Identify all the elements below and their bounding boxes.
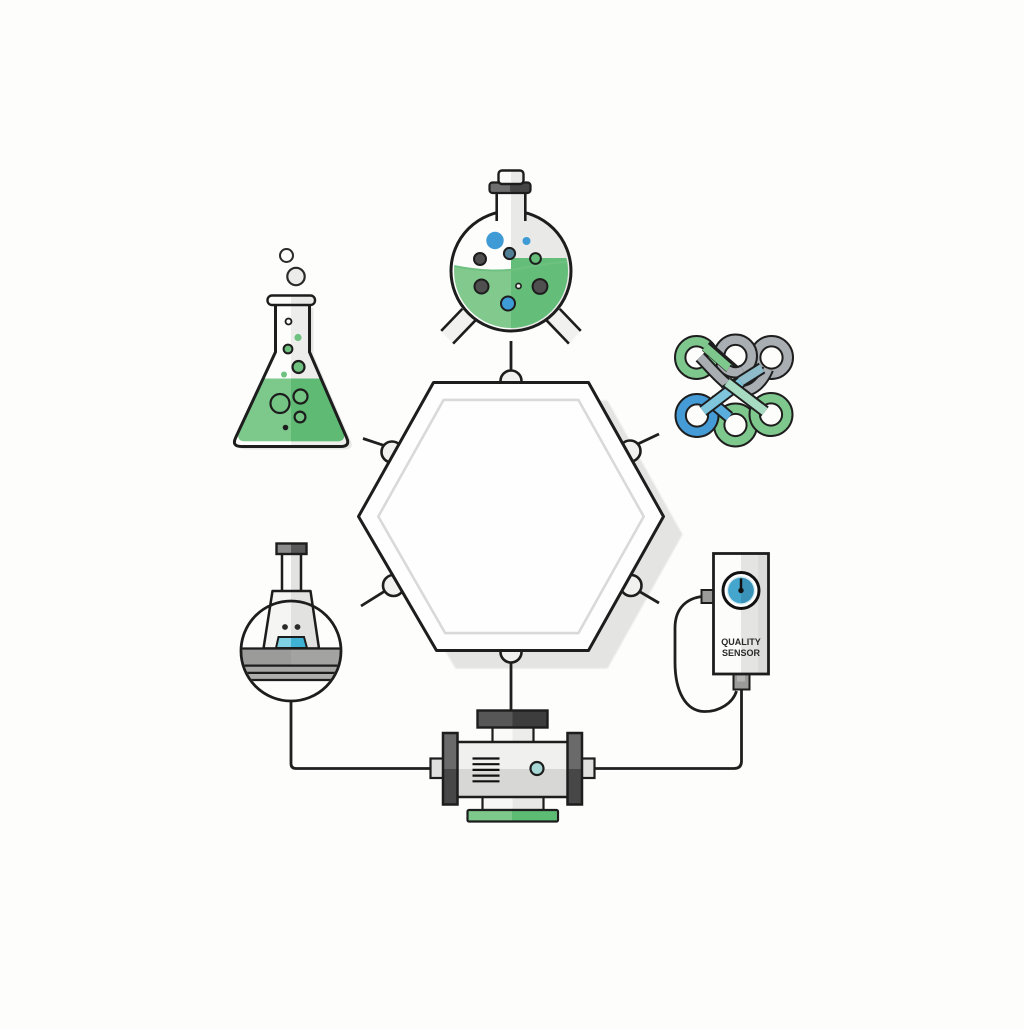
svg-text:QUALITY: QUALITY bbox=[721, 637, 761, 647]
svg-text:SENSOR: SENSOR bbox=[722, 648, 761, 658]
